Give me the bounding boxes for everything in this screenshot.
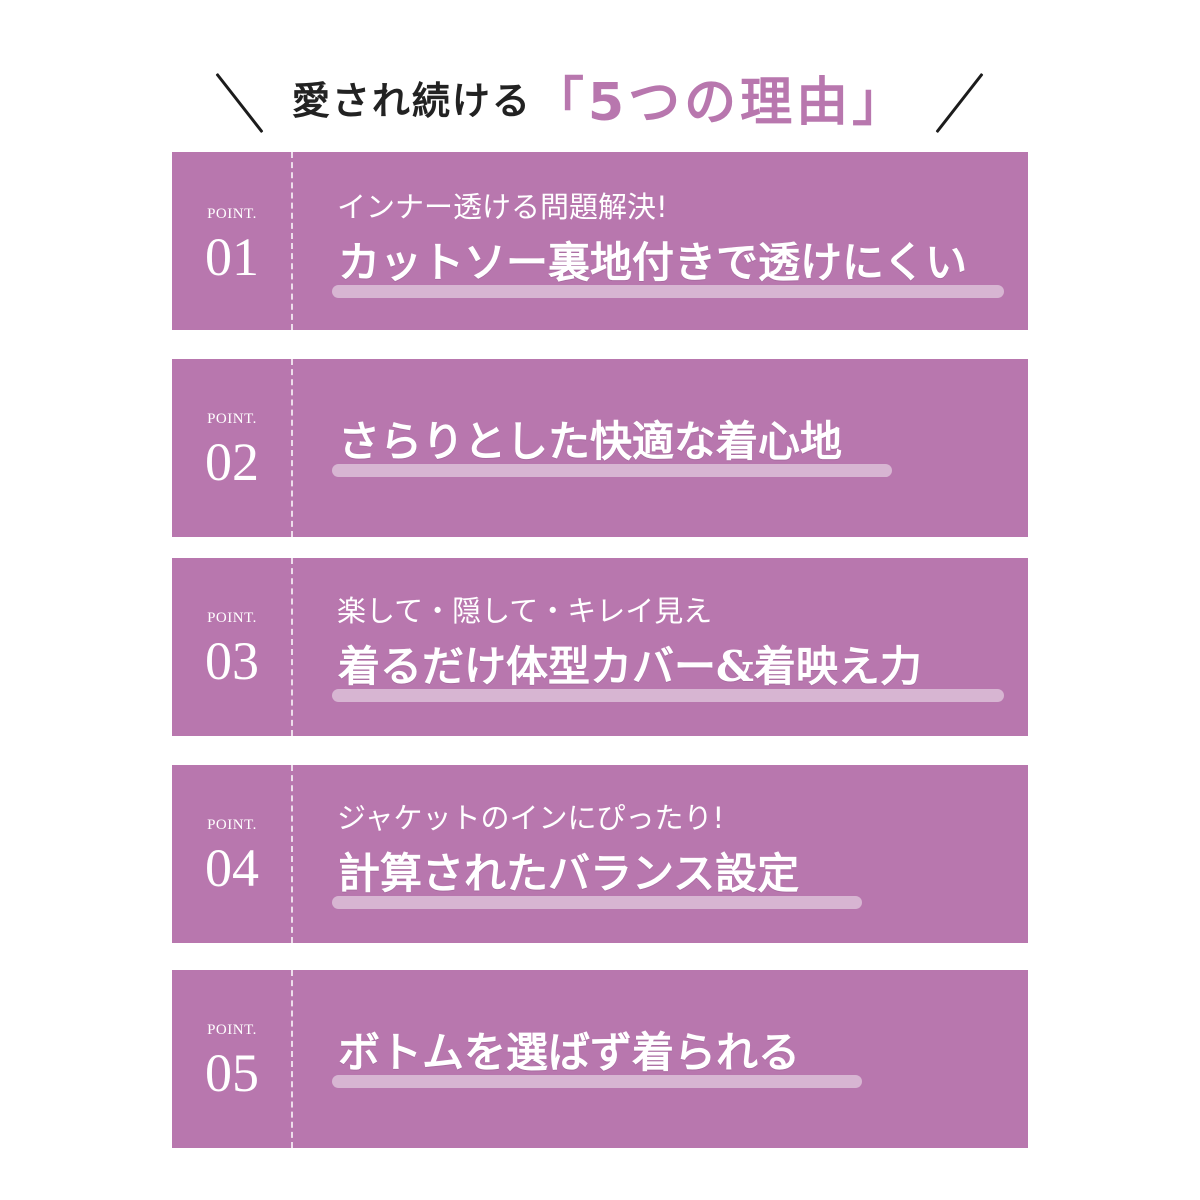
point-title: さらりとした快適な着心地: [338, 417, 843, 466]
point-subtitle: ジャケットのインにぴったり!: [337, 801, 725, 835]
point-title-wrap: さらりとした快適な着心地: [332, 415, 892, 485]
point-title-wrap: 着るだけ体型カバー&着映え力: [332, 640, 1004, 710]
brush-underline: [332, 285, 1004, 298]
point-badge: POINT. 03: [172, 558, 292, 736]
left-slash-decoration: [215, 72, 264, 134]
heading-accent-text: 「5つの理由」: [531, 72, 909, 133]
dashed-divider: [291, 558, 293, 736]
point-title-wrap: カットソー裏地付きで透けにくい: [332, 236, 1004, 306]
heading-main-text: 愛され続ける: [291, 78, 532, 123]
point-title: カットソー裏地付きで透けにくい: [338, 238, 968, 287]
point-badge: POINT. 01: [172, 152, 292, 330]
point-panel-02: POINT. 02 さらりとした快適な着心地: [172, 359, 1028, 537]
dashed-divider: [291, 765, 293, 943]
point-panel-01: POINT. 01 インナー透ける問題解決! カットソー裏地付きで透けにくい: [172, 152, 1028, 330]
point-badge: POINT. 02: [172, 359, 292, 537]
dashed-divider: [291, 152, 293, 330]
point-label: POINT.: [207, 411, 257, 427]
dashed-divider: [291, 970, 293, 1148]
point-label: POINT.: [207, 206, 257, 222]
point-title-wrap: ボトムを選ばず着られる: [332, 1026, 862, 1096]
heading-text: 愛され続ける 「5つの理由」: [280, 62, 920, 133]
point-number: 02: [205, 432, 259, 492]
point-panel-05: POINT. 05 ボトムを選ばず着られる: [172, 970, 1028, 1148]
brush-underline: [332, 464, 892, 477]
dashed-divider: [291, 359, 293, 537]
point-panel-04: POINT. 04 ジャケットのインにぴったり! 計算されたバランス設定: [172, 765, 1028, 943]
point-label: POINT.: [207, 610, 257, 626]
point-number: 05: [205, 1043, 259, 1103]
point-subtitle: 楽して・隠して・キレイ見え: [337, 594, 713, 628]
point-label: POINT.: [207, 1022, 257, 1038]
brush-underline: [332, 896, 862, 909]
point-subtitle: インナー透ける問題解決!: [337, 190, 668, 224]
point-panel-03: POINT. 03 楽して・隠して・キレイ見え 着るだけ体型カバー&着映え力: [172, 558, 1028, 736]
point-number: 04: [205, 838, 259, 898]
point-badge: POINT. 04: [172, 765, 292, 943]
brush-underline: [332, 1075, 862, 1088]
point-title: 着るだけ体型カバー&着映え力: [338, 642, 922, 691]
point-number: 03: [205, 631, 259, 691]
point-title-wrap: 計算されたバランス設定: [332, 847, 862, 917]
point-label: POINT.: [207, 817, 257, 833]
point-title: ボトムを選ばず着られる: [338, 1028, 801, 1077]
point-badge: POINT. 05: [172, 970, 292, 1148]
brush-underline: [332, 689, 1004, 702]
section-heading: 愛され続ける 「5つの理由」: [0, 62, 1200, 134]
point-number: 01: [205, 227, 259, 287]
point-title: 計算されたバランス設定: [338, 849, 800, 898]
right-slash-decoration: [935, 72, 984, 134]
